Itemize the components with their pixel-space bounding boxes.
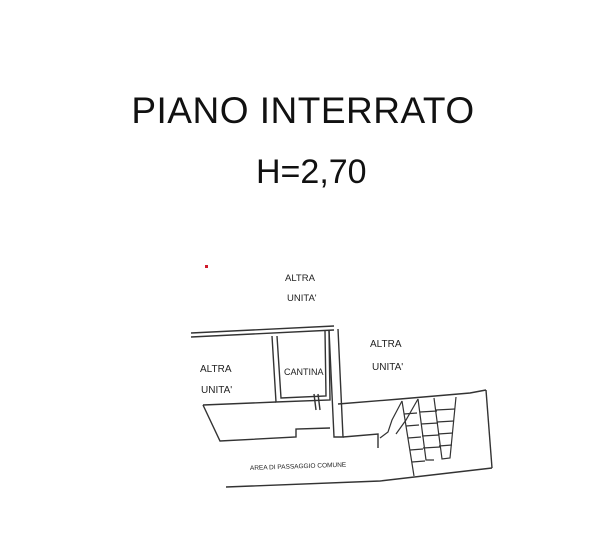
label-common-area: AREA DI PASSAGGIO COMUNE	[250, 462, 347, 472]
floor-title: PIANO INTERRATO	[131, 90, 475, 131]
ceiling-height-label: H=2,70	[256, 153, 367, 191]
label-left-unit-line1: ALTRA	[200, 364, 232, 375]
label-right-unit-line1: ALTRA	[370, 339, 402, 350]
label-cantina: CANTINA	[284, 367, 324, 377]
red-marker	[205, 265, 208, 268]
staircase	[379, 396, 457, 477]
label-left-unit-line2: UNITA'	[201, 385, 232, 396]
walls	[190, 325, 493, 488]
label-top-unit-line2: UNITA'	[287, 293, 317, 304]
label-top-unit-line1: ALTRA	[285, 273, 316, 284]
label-right-unit-line2: UNITA'	[372, 362, 403, 373]
